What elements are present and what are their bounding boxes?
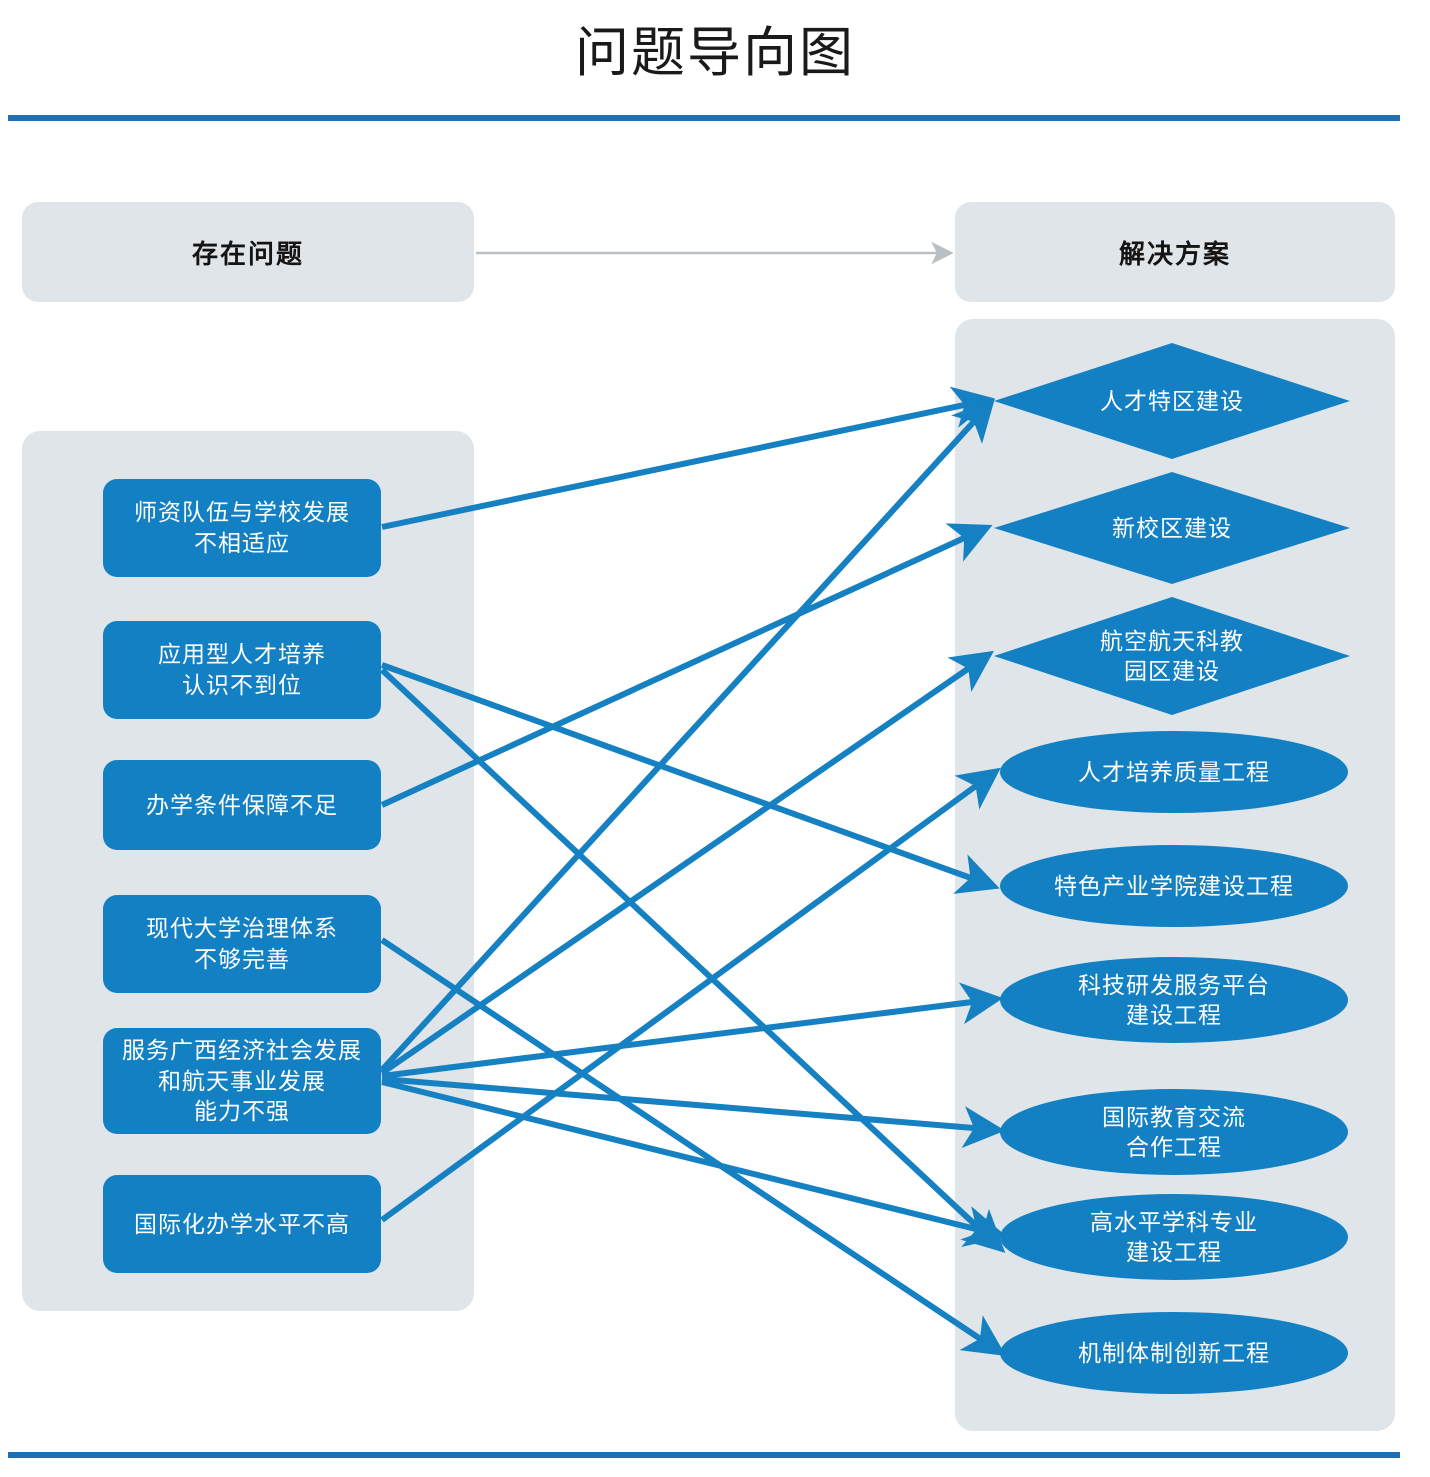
problem-box-1-label: 师资队伍与学校发展 不相适应 (134, 499, 350, 556)
header-solutions: 解决方案 (955, 202, 1395, 302)
solution-ellipse-4[interactable]: 人才培养质量工程 (1000, 731, 1348, 813)
problem-box-4-label: 现代大学治理体系 不够完善 (146, 915, 338, 972)
problem-box-6[interactable]: 国际化办学水平不高 (103, 1175, 381, 1273)
page-title: 问题导向图 (575, 23, 855, 83)
connector-p5-s6 (381, 982, 1004, 1079)
solution-ellipse-7[interactable]: 国际教育交流 合作工程 (1000, 1089, 1348, 1175)
solution-ellipse-7-label: 国际教育交流 合作工程 (1102, 1103, 1246, 1160)
solution-ellipse-9-label: 机制体制创新工程 (1078, 1339, 1270, 1366)
problem-box-2[interactable]: 应用型人才培养 认识不到位 (103, 621, 381, 719)
connector-p3-s2 (380, 523, 993, 808)
problem-box-1[interactable]: 师资队伍与学校发展 不相适应 (103, 479, 381, 577)
problem-box-6-label: 国际化办学水平不高 (134, 1210, 350, 1237)
solution-ellipse-4-label: 人才培养质量工程 (1078, 758, 1270, 785)
solution-diamond-3-label: 航空航天科教 园区建设 (1100, 627, 1244, 684)
solution-ellipse-5-label: 特色产业学院建设工程 (1054, 872, 1294, 899)
problem-box-4[interactable]: 现代大学治理体系 不够完善 (103, 895, 381, 993)
connector-p5-s3 (380, 650, 994, 1076)
connector-p2-s8 (379, 667, 1006, 1253)
solution-ellipse-8-label: 高水平学科专业 建设工程 (1090, 1208, 1258, 1265)
connector-p6-s4 (380, 767, 1001, 1223)
connector-p5-s1 (379, 398, 995, 1073)
connector-p5-s7 (381, 1076, 1006, 1149)
problems-panel (22, 431, 474, 1311)
solution-ellipse-6-label: 科技研发服务平台 建设工程 (1078, 971, 1270, 1028)
solution-ellipse-6[interactable]: 科技研发服务平台 建设工程 (1000, 957, 1348, 1043)
problem-box-3-label: 办学条件保障不足 (146, 791, 338, 818)
header-problems-label: 存在问题 (191, 238, 304, 269)
title-divider (8, 115, 1400, 121)
solution-diamond-2-label: 新校区建设 (1112, 514, 1232, 541)
problem-box-5-label: 服务广西经济社会发展 和航天事业发展 能力不强 (122, 1037, 362, 1125)
solution-diamond-3[interactable]: 航空航天科教 园区建设 (994, 597, 1350, 715)
problem-box-5[interactable]: 服务广西经济社会发展 和航天事业发展 能力不强 (103, 1028, 381, 1134)
header-problems: 存在问题 (22, 202, 474, 302)
solution-diamond-2[interactable]: 新校区建设 (994, 472, 1350, 584)
problem-box-2-label: 应用型人才培养 认识不到位 (158, 641, 326, 698)
solution-diamond-1[interactable]: 人才特区建设 (994, 343, 1350, 459)
connector-p1-s1 (381, 386, 996, 530)
problem-box-3[interactable]: 办学条件保障不足 (103, 760, 381, 850)
solution-ellipse-5[interactable]: 特色产业学院建设工程 (1000, 845, 1348, 927)
solution-diamond-1-label: 人才特区建设 (1100, 387, 1244, 414)
solution-ellipse-9[interactable]: 机制体制创新工程 (1000, 1312, 1348, 1394)
solution-ellipse-8[interactable]: 高水平学科专业 建设工程 (1000, 1194, 1348, 1280)
header-solutions-label: 解决方案 (1118, 238, 1231, 269)
connector-p5-s8 (381, 1079, 1007, 1248)
footer-divider (8, 1452, 1400, 1458)
connector-p4-s9 (380, 937, 1006, 1356)
connector-p2-s5 (380, 662, 1000, 894)
